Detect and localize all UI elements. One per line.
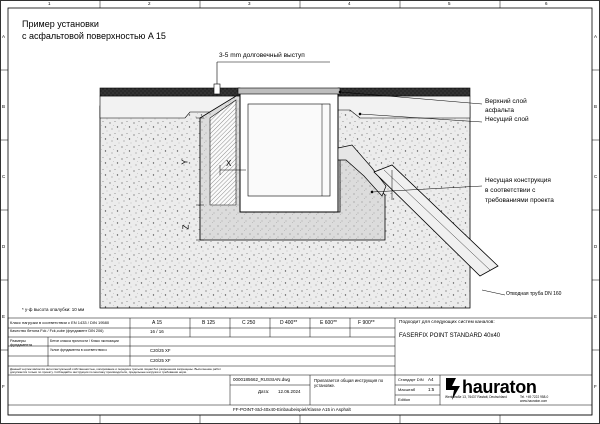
class-b125: B 125 <box>202 320 216 326</box>
channel-inner <box>247 103 331 197</box>
grid-top-5: 5 <box>448 1 451 6</box>
grid-side-f: F <box>2 384 5 389</box>
value-1: C20/25 XF <box>150 348 171 353</box>
grid-top-1: 1 <box>48 1 51 6</box>
foundation-wedge <box>209 99 237 206</box>
brand-name: hauraton <box>462 377 537 397</box>
concrete-label: Качество бетона Fck / Fck,cube (фундамен… <box>10 329 104 333</box>
class-e600: E 600** <box>320 320 337 326</box>
product-name: FASERFIX POINT STANDARD 40x40 <box>399 333 501 339</box>
grid-top-4: 4 <box>348 1 351 6</box>
grid-right-f: F <box>594 384 597 389</box>
class-a15: A 15 <box>152 320 163 326</box>
std-label: Стандарт DIN <box>398 377 424 382</box>
date-value: 12.06.2024 <box>278 389 301 394</box>
channel-grate <box>237 87 341 95</box>
callout-leaders <box>338 90 506 296</box>
asphalt-layer-right <box>337 87 471 97</box>
scale-label: Масштаб <box>398 387 416 392</box>
dimension-lines <box>196 117 246 241</box>
disclaimer: Данный чертеж является интеллектуальной … <box>10 367 221 375</box>
callout-top: 3-5 mm долговечный выступ <box>219 52 305 59</box>
class-c250: C 250 <box>242 320 256 326</box>
class-d400: D 400** <box>280 320 298 326</box>
base-layer-right <box>337 95 471 119</box>
hauraton-logo-mark <box>446 378 460 400</box>
grid-top-6: 6 <box>545 1 548 6</box>
callout-bearing-1: Несущая конструкция <box>485 177 551 184</box>
scale-value: 1:5 <box>428 387 435 392</box>
brand-address: Werkstraße 13, 76437 Rastatt, Deutschlan… <box>445 395 507 399</box>
callout-pipe: Отводная труба DN 160 <box>506 291 562 297</box>
brand-web: www.hauraton.com <box>520 399 548 403</box>
product-header: Подходит для следующих систем каналов: <box>399 320 495 325</box>
file-name: 0000185662_RUSSIAN.dwg <box>233 377 291 382</box>
grid-side-c: C <box>2 174 6 179</box>
grid-side-b: B <box>2 104 6 109</box>
dimension-label-y: Y <box>180 159 190 165</box>
concrete-value: 16 / 16 <box>150 329 164 334</box>
protrusion-marker <box>213 83 221 95</box>
sheet-label: Edition <box>398 397 411 402</box>
dims-label: Размеры фундамента <box>10 339 33 347</box>
class-f900: F 900** <box>358 320 375 326</box>
row-xy-label: Бетон класса прочности / Класс экспозици… <box>50 339 119 343</box>
value-2: C20/25 XF <box>150 358 171 363</box>
callout-upper-layer-2: асфальта <box>485 107 515 114</box>
grid-top-2: 2 <box>148 1 151 6</box>
std-value: A4 <box>428 377 434 382</box>
drawing-title-line1: Пример установки <box>22 19 99 29</box>
callout-base-layer: Несущий слой <box>485 116 529 123</box>
title-block <box>7 317 593 416</box>
drawing-caption: FF-POINT-Std-40x40-Einbaubeispiel/Klasse… <box>233 407 351 412</box>
dimension-label-z: Z <box>181 224 191 230</box>
footnote: * y-ф высота опалубки: 10 мм <box>22 307 85 312</box>
outlet-pipe <box>337 144 499 277</box>
grid-top-3: 3 <box>248 1 251 6</box>
callout-bearing-3: требованиями проекта <box>485 197 554 204</box>
grid-right-d: D <box>594 244 598 249</box>
grid-side-a: A <box>2 34 6 39</box>
grid-right-e: E <box>594 314 598 319</box>
row-z-label: Уклон фундамента в соответствии с <box>50 348 108 352</box>
class-label: Класс нагрузки в соответствии с EN 1433 … <box>10 320 110 325</box>
grid-side-d: D <box>2 244 6 249</box>
grid-side-e: E <box>2 314 6 319</box>
date-label: Дата: <box>258 389 270 394</box>
drawing-title-line2: с асфальтовой поверхностью A 15 <box>22 31 166 41</box>
grid-right-a: A <box>594 34 598 39</box>
grid-right-c: C <box>594 174 598 179</box>
dimension-label-x: X <box>226 159 232 168</box>
callout-bearing-2: в соответствии с <box>485 187 536 194</box>
install-note: Прилагается общая инструкция по установк… <box>314 378 384 389</box>
callout-upper-layer-1: Верхний слой <box>485 98 527 105</box>
brand-phone: Tel. +49 7222 958-0 <box>520 395 549 399</box>
grid-right-b: B <box>594 104 598 109</box>
